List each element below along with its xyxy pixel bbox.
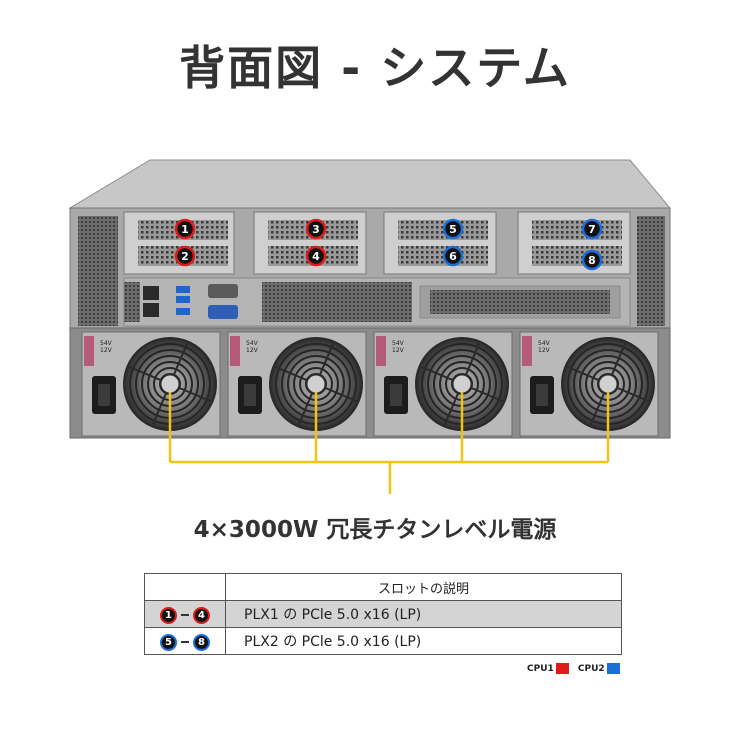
serial-port [208,284,238,298]
io-vent-left [124,282,140,322]
usb-port-1 [176,286,190,293]
slot-number: 7 [588,223,596,236]
psu-caption: 4×3000W 冗長チタンレベル電源 [193,517,557,543]
legend-item-cpu1: CPU1 [527,663,569,674]
legend-swatch [555,663,569,674]
psu-label-line1: 54V [538,340,551,347]
left-vent [78,216,118,326]
slot-number: 8 [588,254,596,267]
legend-swatch [606,663,620,674]
slot-badge-from: 1 [160,606,177,624]
slot-description: PLX2 の PCle 5.0 x16 (LP) [225,627,622,655]
legend-label: CPU1 [527,664,554,674]
usb-port-3 [176,308,190,315]
slot-badge-1: 1 [174,218,196,240]
ethernet-port-2 [143,303,159,317]
cpu-legend: CPU1 CPU2 [527,663,626,674]
ethernet-port-1 [143,286,159,300]
slot-number: 1 [181,223,189,236]
psu-handle [376,336,386,366]
slot-description: PLX1 の PCle 5.0 x16 (LP) [225,600,622,628]
slot-badge-8: 8 [581,249,603,271]
table-header-label: スロットの説明 [225,573,622,601]
slot-badge-6: 6 [442,245,464,267]
page-title: 背面図 - システム [179,41,571,95]
pcie-cage-3 [383,211,497,275]
chassis-top [68,159,672,209]
psu-handle [230,336,240,366]
slot-badge-to: 8 [193,633,210,651]
table-header-blank [144,573,226,601]
psu-handle [522,336,532,366]
slot-number: 4 [312,250,320,263]
pcie-cage-1 [123,211,235,275]
psu-handle [84,336,94,366]
psu-label-line1: 54V [100,340,113,347]
vga-port [208,305,238,319]
psu-label-line1: 54V [246,340,259,347]
psu-label-line2: 12V [100,347,113,354]
slot-number: 5 [449,223,457,236]
pcie-cage-4 [517,211,631,275]
slot-number: 2 [181,250,189,263]
slot-badge-3: 3 [305,218,327,240]
slot-badge-7: 7 [581,218,603,240]
psu-label-line2: 12V [392,347,405,354]
usb-port-2 [176,296,190,303]
slot-number: 6 [449,250,457,263]
slot-badge-2: 2 [174,245,196,267]
slot-badge-5: 5 [442,218,464,240]
legend-item-cpu2: CPU2 [578,663,620,674]
slot-badge-from: 5 [160,633,177,651]
slot-badge-to: 4 [193,606,210,624]
psu-label-line2: 12V [246,347,259,354]
slot-number: 3 [312,223,320,236]
slot-badge-4: 4 [305,245,327,267]
psu-label-line2: 12V [538,347,551,354]
legend-label: CPU2 [577,664,605,674]
psu-label-line1: 54V [392,340,405,347]
right-vent [637,216,665,326]
io-vent-right [430,290,610,314]
io-vent-center [262,282,412,322]
